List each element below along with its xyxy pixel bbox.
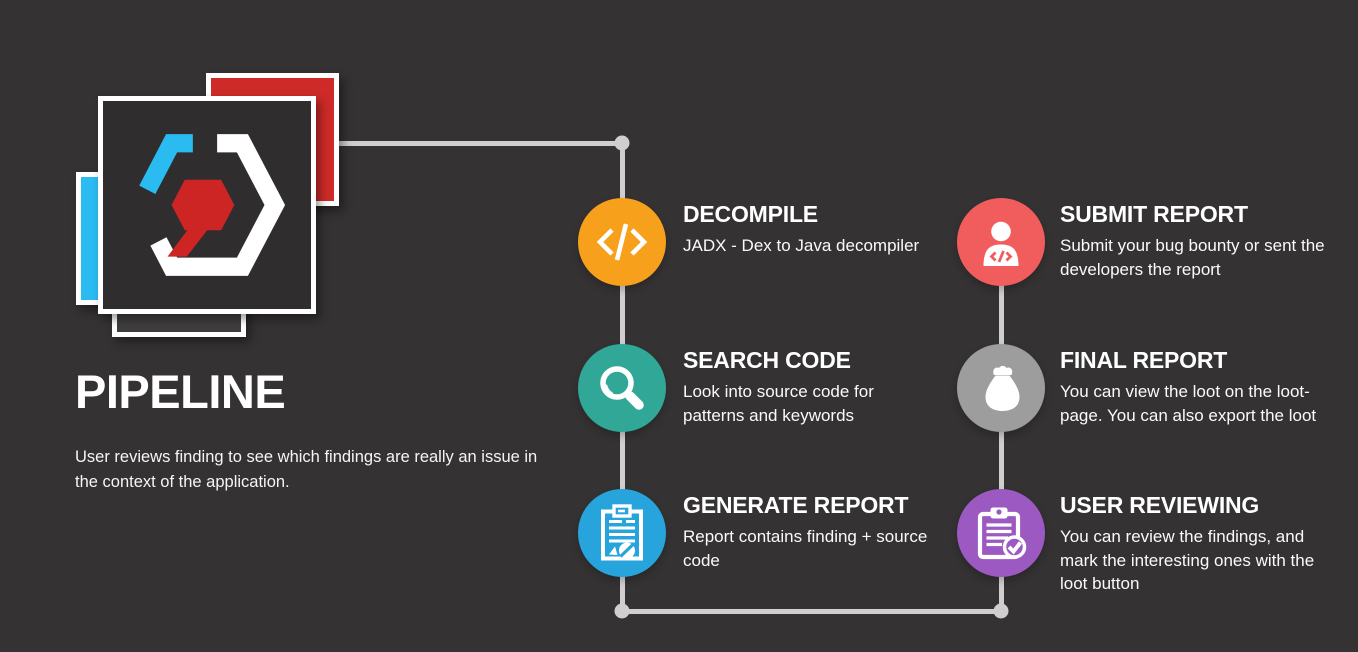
- step-circle-generate-report: [578, 489, 666, 577]
- step-description: Report contains finding + source code: [683, 527, 928, 570]
- step-description: Submit your bug bounty or sent the devel…: [1060, 236, 1325, 279]
- logo-main-square: [98, 96, 316, 314]
- step-description: You can view the loot on the loot-page. …: [1060, 382, 1317, 425]
- header-block: PIPELINE User reviews finding to see whi…: [75, 364, 545, 494]
- magnifier-icon: [600, 366, 644, 410]
- connector-dot-top: [614, 135, 630, 151]
- step-circle-final-report: [957, 344, 1045, 432]
- page-subtitle: User reviews finding to see which findin…: [75, 448, 538, 491]
- step-circle-search-code: [578, 344, 666, 432]
- step-title: GENERATE REPORT: [683, 492, 909, 518]
- step-title: SUBMIT REPORT: [1060, 201, 1248, 227]
- code-icon: [596, 223, 648, 261]
- connector-dot-bottom-right: [993, 603, 1009, 619]
- money-bag-icon: [985, 365, 1020, 411]
- step-circle-decompile: [578, 198, 666, 286]
- clipboard-check-icon: [977, 507, 1027, 560]
- report-icon: [601, 504, 643, 561]
- step-title: SEARCH CODE: [683, 347, 851, 373]
- connector-dot-bottom-left: [614, 603, 630, 619]
- page-title: PIPELINE: [75, 365, 286, 418]
- connector-top-horizontal: [338, 141, 624, 146]
- step-title: DECOMPILE: [683, 201, 818, 227]
- step-description: Look into source code for patterns and k…: [683, 382, 874, 425]
- step-circle-submit-report: [957, 198, 1045, 286]
- step-title: USER REVIEWING: [1060, 492, 1260, 518]
- step-description: JADX - Dex to Java decompiler: [683, 236, 920, 255]
- step-description: You can review the findings, and mark th…: [1060, 527, 1315, 593]
- person-code-icon: [983, 221, 1019, 266]
- step-title: FINAL REPORT: [1060, 347, 1228, 373]
- step-circle-user-reviewing: [957, 489, 1045, 577]
- code-hexagon-logo-icon: [139, 134, 286, 276]
- connector-bottom-horizontal: [620, 609, 1003, 614]
